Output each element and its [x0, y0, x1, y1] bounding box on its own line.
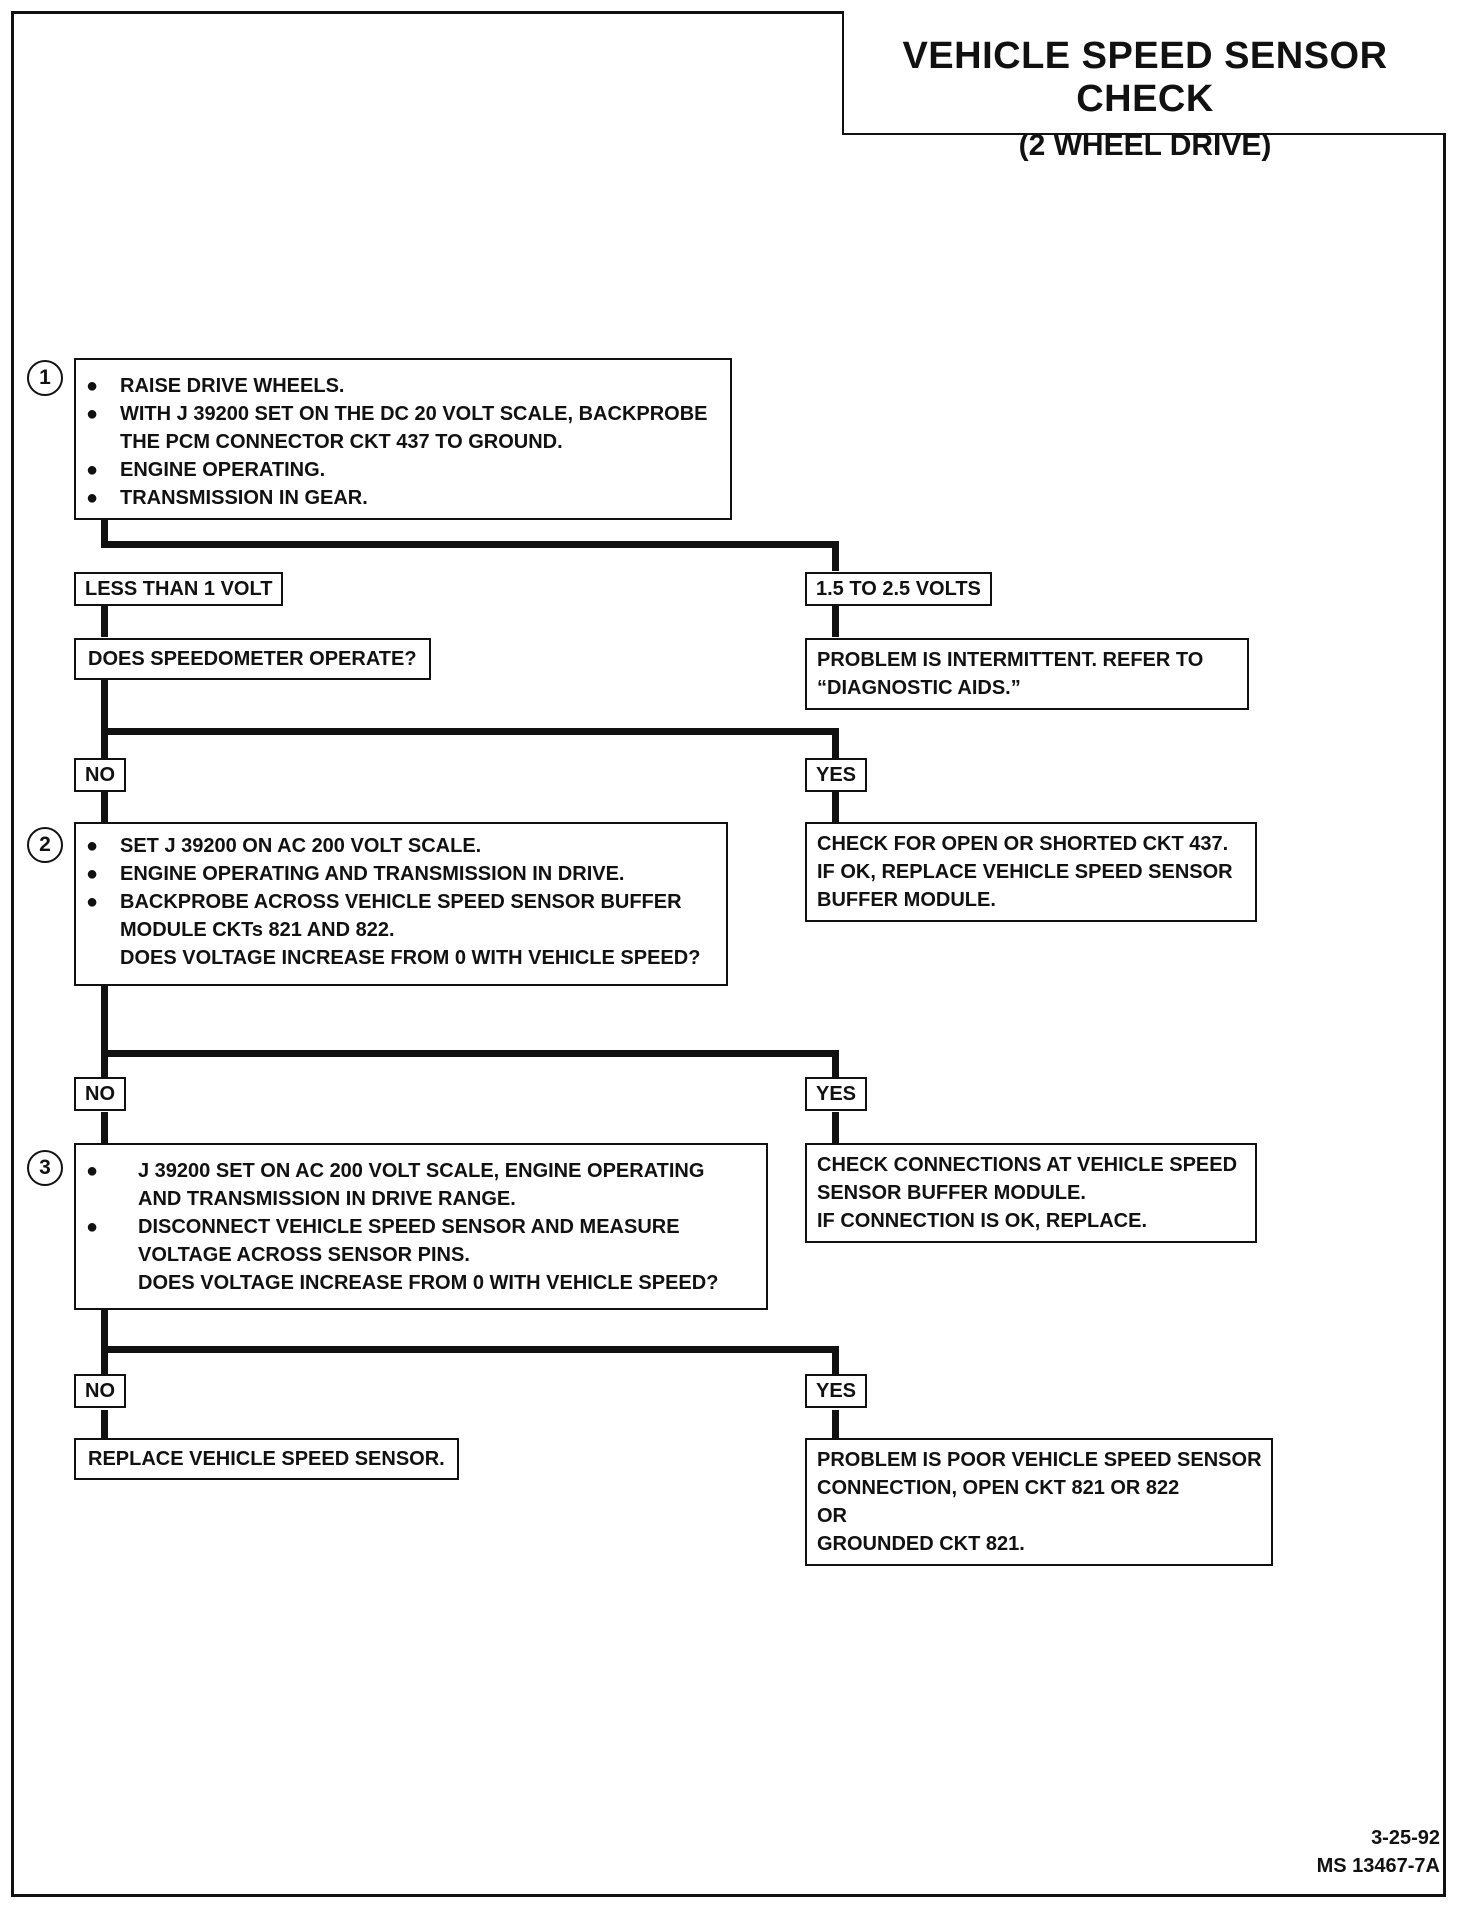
connector — [101, 605, 108, 637]
step-3-question: DOES VOLTAGE INCREASE FROM 0 WITH VEHICL… — [138, 1272, 719, 1294]
label-yes: YES — [805, 1077, 868, 1111]
intermittent-result: PROBLEM IS INTERMITTENT. REFER TO “DIAGN… — [805, 638, 1249, 710]
connector — [101, 1346, 839, 1353]
step-number-1: 1 — [27, 360, 63, 396]
connector — [101, 1308, 108, 1376]
diagram-title: VEHICLE SPEED SENSOR CHECK — [902, 35, 1388, 120]
connector — [101, 680, 108, 760]
title-box: VEHICLE SPEED SENSOR CHECK (2 WHEEL DRIV… — [842, 11, 1446, 162]
connector — [101, 1050, 839, 1057]
step-1-item: ●RAISE DRIVE WHEELS. — [86, 372, 730, 400]
step-2-item: ●BACKPROBE ACROSS VEHICLE SPEED SENSOR B… — [86, 888, 726, 944]
label-no: NO — [74, 758, 126, 792]
bullet-icon: ● — [86, 487, 99, 509]
result-poor-connection: PROBLEM IS POOR VEHICLE SPEED SENSOR CON… — [805, 1438, 1273, 1566]
bullet-icon: ● — [86, 835, 99, 857]
connector — [101, 541, 839, 548]
label-no: NO — [74, 1374, 126, 1408]
connector — [101, 1410, 108, 1440]
result-check-connections: CHECK CONNECTIONS AT VEHICLE SPEED SENSO… — [805, 1143, 1257, 1243]
bullet-icon: ● — [86, 1216, 99, 1238]
connector — [832, 792, 839, 822]
step-2-item: ●SET J 39200 ON AC 200 VOLT SCALE. — [86, 832, 726, 860]
speedometer-question: DOES SPEEDOMETER OPERATE? — [74, 638, 431, 680]
connector — [832, 541, 839, 571]
connector — [101, 984, 108, 1077]
step-1-item: ●ENGINE OPERATING. — [86, 456, 730, 484]
step-number-3: 3 — [27, 1150, 63, 1186]
bullet-icon: ● — [86, 459, 99, 481]
result-check-ckt-437: CHECK FOR OPEN OR SHORTED CKT 437. IF OK… — [805, 822, 1257, 922]
footer-code: MS 13467-7A — [1316, 1855, 1440, 1877]
step-1-box: ●RAISE DRIVE WHEELS. ●WITH J 39200 SET O… — [74, 358, 732, 520]
step-2-question: DOES VOLTAGE INCREASE FROM 0 WITH VEHICL… — [120, 947, 701, 969]
bullet-icon: ● — [86, 403, 99, 425]
label-yes: YES — [805, 758, 868, 792]
connector — [832, 1410, 839, 1440]
step-3-item: ●DISCONNECT VEHICLE SPEED SENSOR AND MEA… — [86, 1213, 766, 1269]
connector — [101, 1112, 108, 1144]
connector — [101, 792, 108, 822]
diagram-subtitle: (2 WHEEL DRIVE) — [1018, 129, 1272, 162]
connector — [832, 605, 839, 637]
connector — [832, 1050, 839, 1078]
step-2-box: ●SET J 39200 ON AC 200 VOLT SCALE. ●ENGI… — [74, 822, 728, 986]
label-yes: YES — [805, 1374, 868, 1408]
step-1-item: ●WITH J 39200 SET ON THE DC 20 VOLT SCAL… — [86, 400, 730, 456]
result-replace-sensor: REPLACE VEHICLE SPEED SENSOR. — [74, 1438, 459, 1480]
step-number-2: 2 — [27, 827, 63, 863]
step-3-box: ●J 39200 SET ON AC 200 VOLT SCALE, ENGIN… — [74, 1143, 768, 1310]
footer: 3-25-92 MS 13467-7A — [1317, 1824, 1440, 1880]
label-1-5-to-2-5-volts: 1.5 TO 2.5 VOLTS — [805, 572, 992, 606]
label-less-than-1-volt: LESS THAN 1 VOLT — [74, 572, 284, 606]
step-1-item: ●TRANSMISSION IN GEAR. — [86, 484, 730, 512]
connector — [101, 518, 108, 546]
page-frame — [11, 11, 1446, 1897]
step-2-item: ●ENGINE OPERATING AND TRANSMISSION IN DR… — [86, 860, 726, 888]
connector — [101, 728, 839, 735]
footer-date: 3-25-92 — [1371, 1827, 1440, 1849]
bullet-icon: ● — [86, 1160, 99, 1182]
connector — [832, 1346, 839, 1376]
bullet-icon: ● — [86, 863, 99, 885]
bullet-icon: ● — [86, 375, 99, 397]
connector — [832, 728, 839, 758]
connector — [832, 1112, 839, 1144]
label-no: NO — [74, 1077, 126, 1111]
bullet-icon: ● — [86, 891, 99, 913]
step-3-item: ●J 39200 SET ON AC 200 VOLT SCALE, ENGIN… — [86, 1157, 766, 1213]
